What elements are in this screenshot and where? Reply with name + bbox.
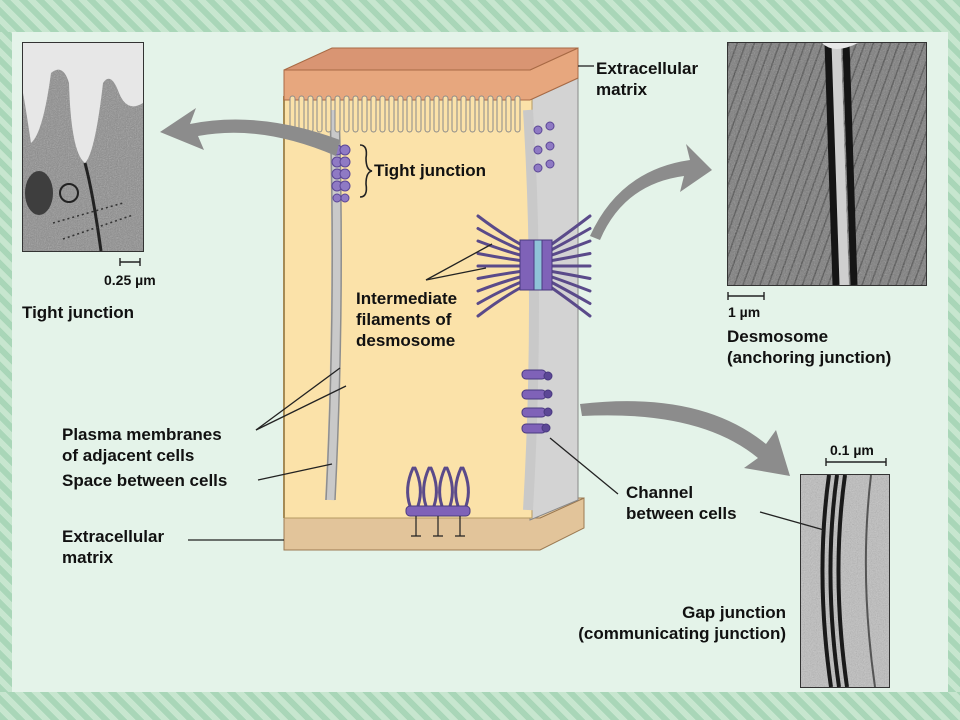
basal-filament — [413, 466, 422, 508]
microvillus — [379, 95, 386, 133]
desmosome-scale-label: 1 µm — [728, 304, 761, 320]
intermediate-filament — [476, 286, 522, 318]
slide-frame-left — [0, 32, 12, 692]
basal-filament — [454, 466, 463, 508]
desmosome-caption: Desmosome(anchoring junction) — [727, 327, 892, 367]
microvillus — [397, 95, 404, 133]
intermediate-filament — [550, 270, 592, 280]
microvillus — [451, 95, 458, 133]
microvillus — [352, 95, 359, 133]
gap-junction-micrograph — [800, 474, 890, 688]
intermediate-filament — [476, 252, 522, 262]
microvillus — [334, 95, 341, 133]
microvillus — [496, 95, 503, 133]
tight-junction-callout-label: Tight junction — [374, 161, 487, 180]
microvillus — [424, 95, 431, 133]
slide-frame-top — [0, 0, 960, 32]
microvillus — [307, 95, 314, 133]
intermediate-filament — [476, 270, 522, 280]
intermediate-filament — [476, 227, 522, 251]
microvillus — [415, 95, 422, 133]
intermediate-filament — [550, 214, 592, 246]
microvillus — [442, 95, 449, 133]
intermediate-filament — [476, 239, 522, 257]
microvillus — [361, 95, 368, 133]
basal-filament — [429, 466, 438, 508]
microvillus — [298, 95, 305, 133]
microvillus — [433, 95, 440, 133]
slide-frame-right — [948, 32, 960, 692]
intermediate-filament — [550, 227, 592, 251]
tight-junction-micrograph — [22, 42, 144, 252]
microvillus — [505, 95, 512, 133]
intermediate-filament — [476, 214, 522, 246]
basal-filament — [461, 466, 470, 508]
tight-junction-scale-label: 0.25 µm — [104, 272, 156, 288]
microvillus — [325, 95, 332, 133]
basal-filament — [445, 466, 454, 508]
gap-junction-caption: Gap junction(communicating junction) — [578, 603, 786, 643]
intermediate-filament — [550, 252, 592, 262]
intermediate-filament — [550, 286, 592, 318]
intermediate-filament — [476, 275, 522, 293]
microvillus — [514, 95, 521, 133]
microvillus — [487, 95, 494, 133]
desmosome-micrograph — [727, 42, 927, 286]
basal-filament — [438, 466, 447, 508]
microvillus — [469, 95, 476, 133]
gap-junction-scale-label: 0.1 µm — [830, 442, 874, 458]
microvillus — [460, 95, 467, 133]
microvillus — [406, 95, 413, 133]
basal-filament — [406, 466, 415, 508]
tight-junction-caption: Tight junction — [22, 303, 135, 322]
microvillus — [343, 95, 350, 133]
intermediate-filament — [550, 239, 592, 257]
microvillus — [388, 95, 395, 133]
space-between-cells-label: Space between cells — [62, 471, 228, 490]
slide-frame-bottom — [0, 692, 960, 720]
intermediate-filament — [550, 281, 592, 305]
microvillus — [370, 95, 377, 133]
microvillus — [316, 95, 323, 133]
microvillus — [478, 95, 485, 133]
basal-filament — [422, 466, 431, 508]
intermediate-filament — [476, 281, 522, 305]
intermediate-filament — [550, 275, 592, 293]
